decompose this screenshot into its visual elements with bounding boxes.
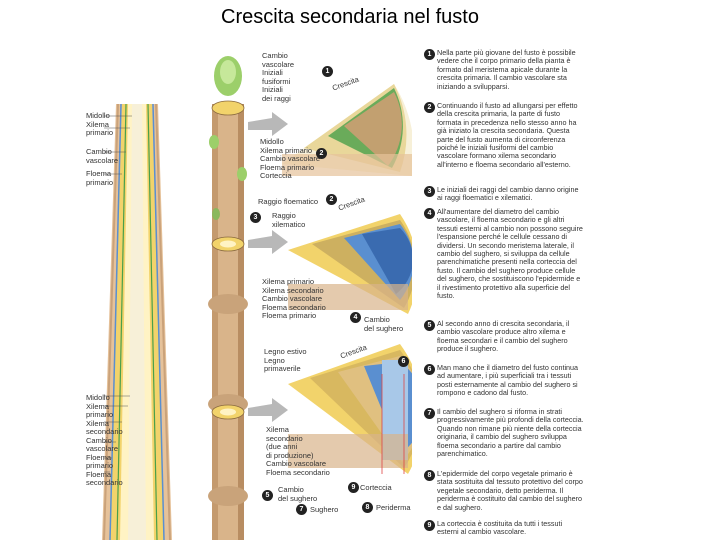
marker-6: 6	[398, 356, 411, 367]
label-legno: Legno estivo Legno primaverile	[264, 347, 307, 373]
left-leader-lines	[104, 115, 132, 473]
step-number: 2	[424, 102, 435, 113]
stem-diagram	[102, 56, 412, 540]
label-sughero: Sughero	[310, 505, 339, 514]
marker-4: 4	[350, 312, 363, 323]
step-text: L'epidermide del corpo vegetale primario…	[437, 469, 583, 512]
label-section2-bottom: Xilema primario Xilema secondario Cambio…	[262, 277, 326, 320]
marker-3: 3	[250, 212, 263, 223]
label-section1-bottom: Midollo Xilema primario Cambio vascolare…	[260, 137, 321, 180]
step-text: Le iniziali dei raggi del cambio danno o…	[437, 185, 579, 203]
step-text: All'aumentare del diametro del cambio va…	[437, 207, 583, 301]
step-text: Nella parte più giovane del fusto è poss…	[437, 48, 576, 91]
step-number: 4	[424, 208, 435, 219]
marker-1: 1	[322, 66, 335, 77]
label-raggio-floematico: Raggio floematico	[258, 197, 319, 206]
branch-stem	[208, 100, 248, 540]
label-cambio-iniziali: Cambio vascolare Iniziali fusiformi Iniz…	[262, 51, 295, 103]
step-number: 7	[424, 408, 435, 419]
marker-8: 8	[362, 502, 375, 513]
marker-2: 2	[326, 194, 339, 205]
step-number: 6	[424, 364, 435, 375]
marker-9: 9	[348, 482, 361, 493]
step-text: Il cambio del sughero si riforma in stra…	[437, 407, 584, 459]
page-title: Crescita secondaria nel fusto	[221, 6, 479, 28]
marker-2a: 2	[316, 148, 329, 159]
label-floema-1: Floema primario	[86, 169, 114, 187]
step-number: 5	[424, 320, 435, 331]
long-stem	[102, 103, 172, 540]
step-number: 9	[424, 520, 435, 531]
step-text: Al secondo anno di crescita secondaria, …	[437, 319, 570, 354]
label-stack-2: Midollo Xilema primario Xilema secondari…	[86, 393, 123, 487]
label-cambio-1: Cambio vascolare	[86, 147, 119, 165]
marker-7: 7	[296, 504, 309, 515]
wedge-2	[288, 214, 412, 314]
step-number: 3	[424, 186, 435, 197]
label-cambio-sughero-3: Cambio del sughero	[278, 485, 318, 503]
step-text: Continuando il fusto ad allungarsi per e…	[437, 101, 578, 169]
arrows	[248, 112, 288, 422]
terminal-bud	[209, 56, 247, 220]
label-raggio-xilematico: Raggio xilematico	[272, 211, 306, 229]
label-corteccia: Corteccia	[360, 483, 392, 492]
label-periderma: Periderma	[376, 503, 411, 512]
step-number: 8	[424, 470, 435, 481]
step-text: Man mano che il diametro del fusto conti…	[437, 363, 579, 398]
wedge-1	[282, 84, 412, 176]
label-midollo-xilema-1: Midollo Xilema primario	[86, 111, 114, 137]
step-text: La corteccia è costituita da tutti i tes…	[437, 519, 563, 537]
label-section3-bottom: Xilema secondario (due anni di produzion…	[266, 425, 330, 477]
wedge-3	[288, 344, 412, 474]
marker-5: 5	[262, 490, 275, 501]
step-number: 1	[424, 49, 435, 60]
label-cambio-sughero-2: Cambio del sughero	[364, 315, 404, 333]
